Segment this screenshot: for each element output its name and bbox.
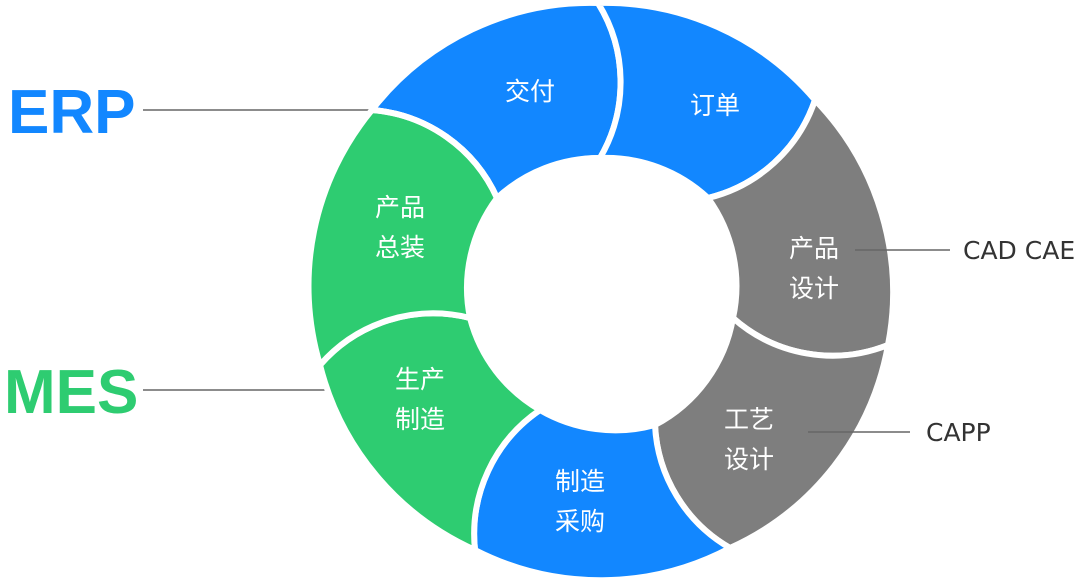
label-production-2: 制造 [395, 405, 445, 434]
label-production-1: 生产 [395, 365, 445, 394]
label-assembly-2: 总装 [375, 233, 425, 262]
erp-label: ERP [8, 78, 135, 147]
segment-delivery-overlap [371, 107, 500, 200]
label-product-design-1: 产品 [789, 234, 839, 263]
cad-cae-label: CAD CAE [963, 236, 1075, 265]
label-procurement-1: 制造 [555, 467, 605, 496]
cycle-ring [305, 0, 897, 578]
label-procurement-2: 采购 [555, 507, 605, 536]
ring-center [472, 155, 728, 411]
label-order: 订单 [690, 91, 740, 120]
label-delivery: 交付 [505, 77, 555, 106]
label-assembly-1: 产品 [375, 193, 425, 222]
mes-label: MES [4, 358, 138, 427]
label-process-design-1: 工艺 [724, 405, 774, 434]
label-product-design-2: 设计 [789, 274, 839, 303]
label-process-design-2: 设计 [724, 445, 774, 474]
capp-label: CAPP [926, 418, 991, 447]
